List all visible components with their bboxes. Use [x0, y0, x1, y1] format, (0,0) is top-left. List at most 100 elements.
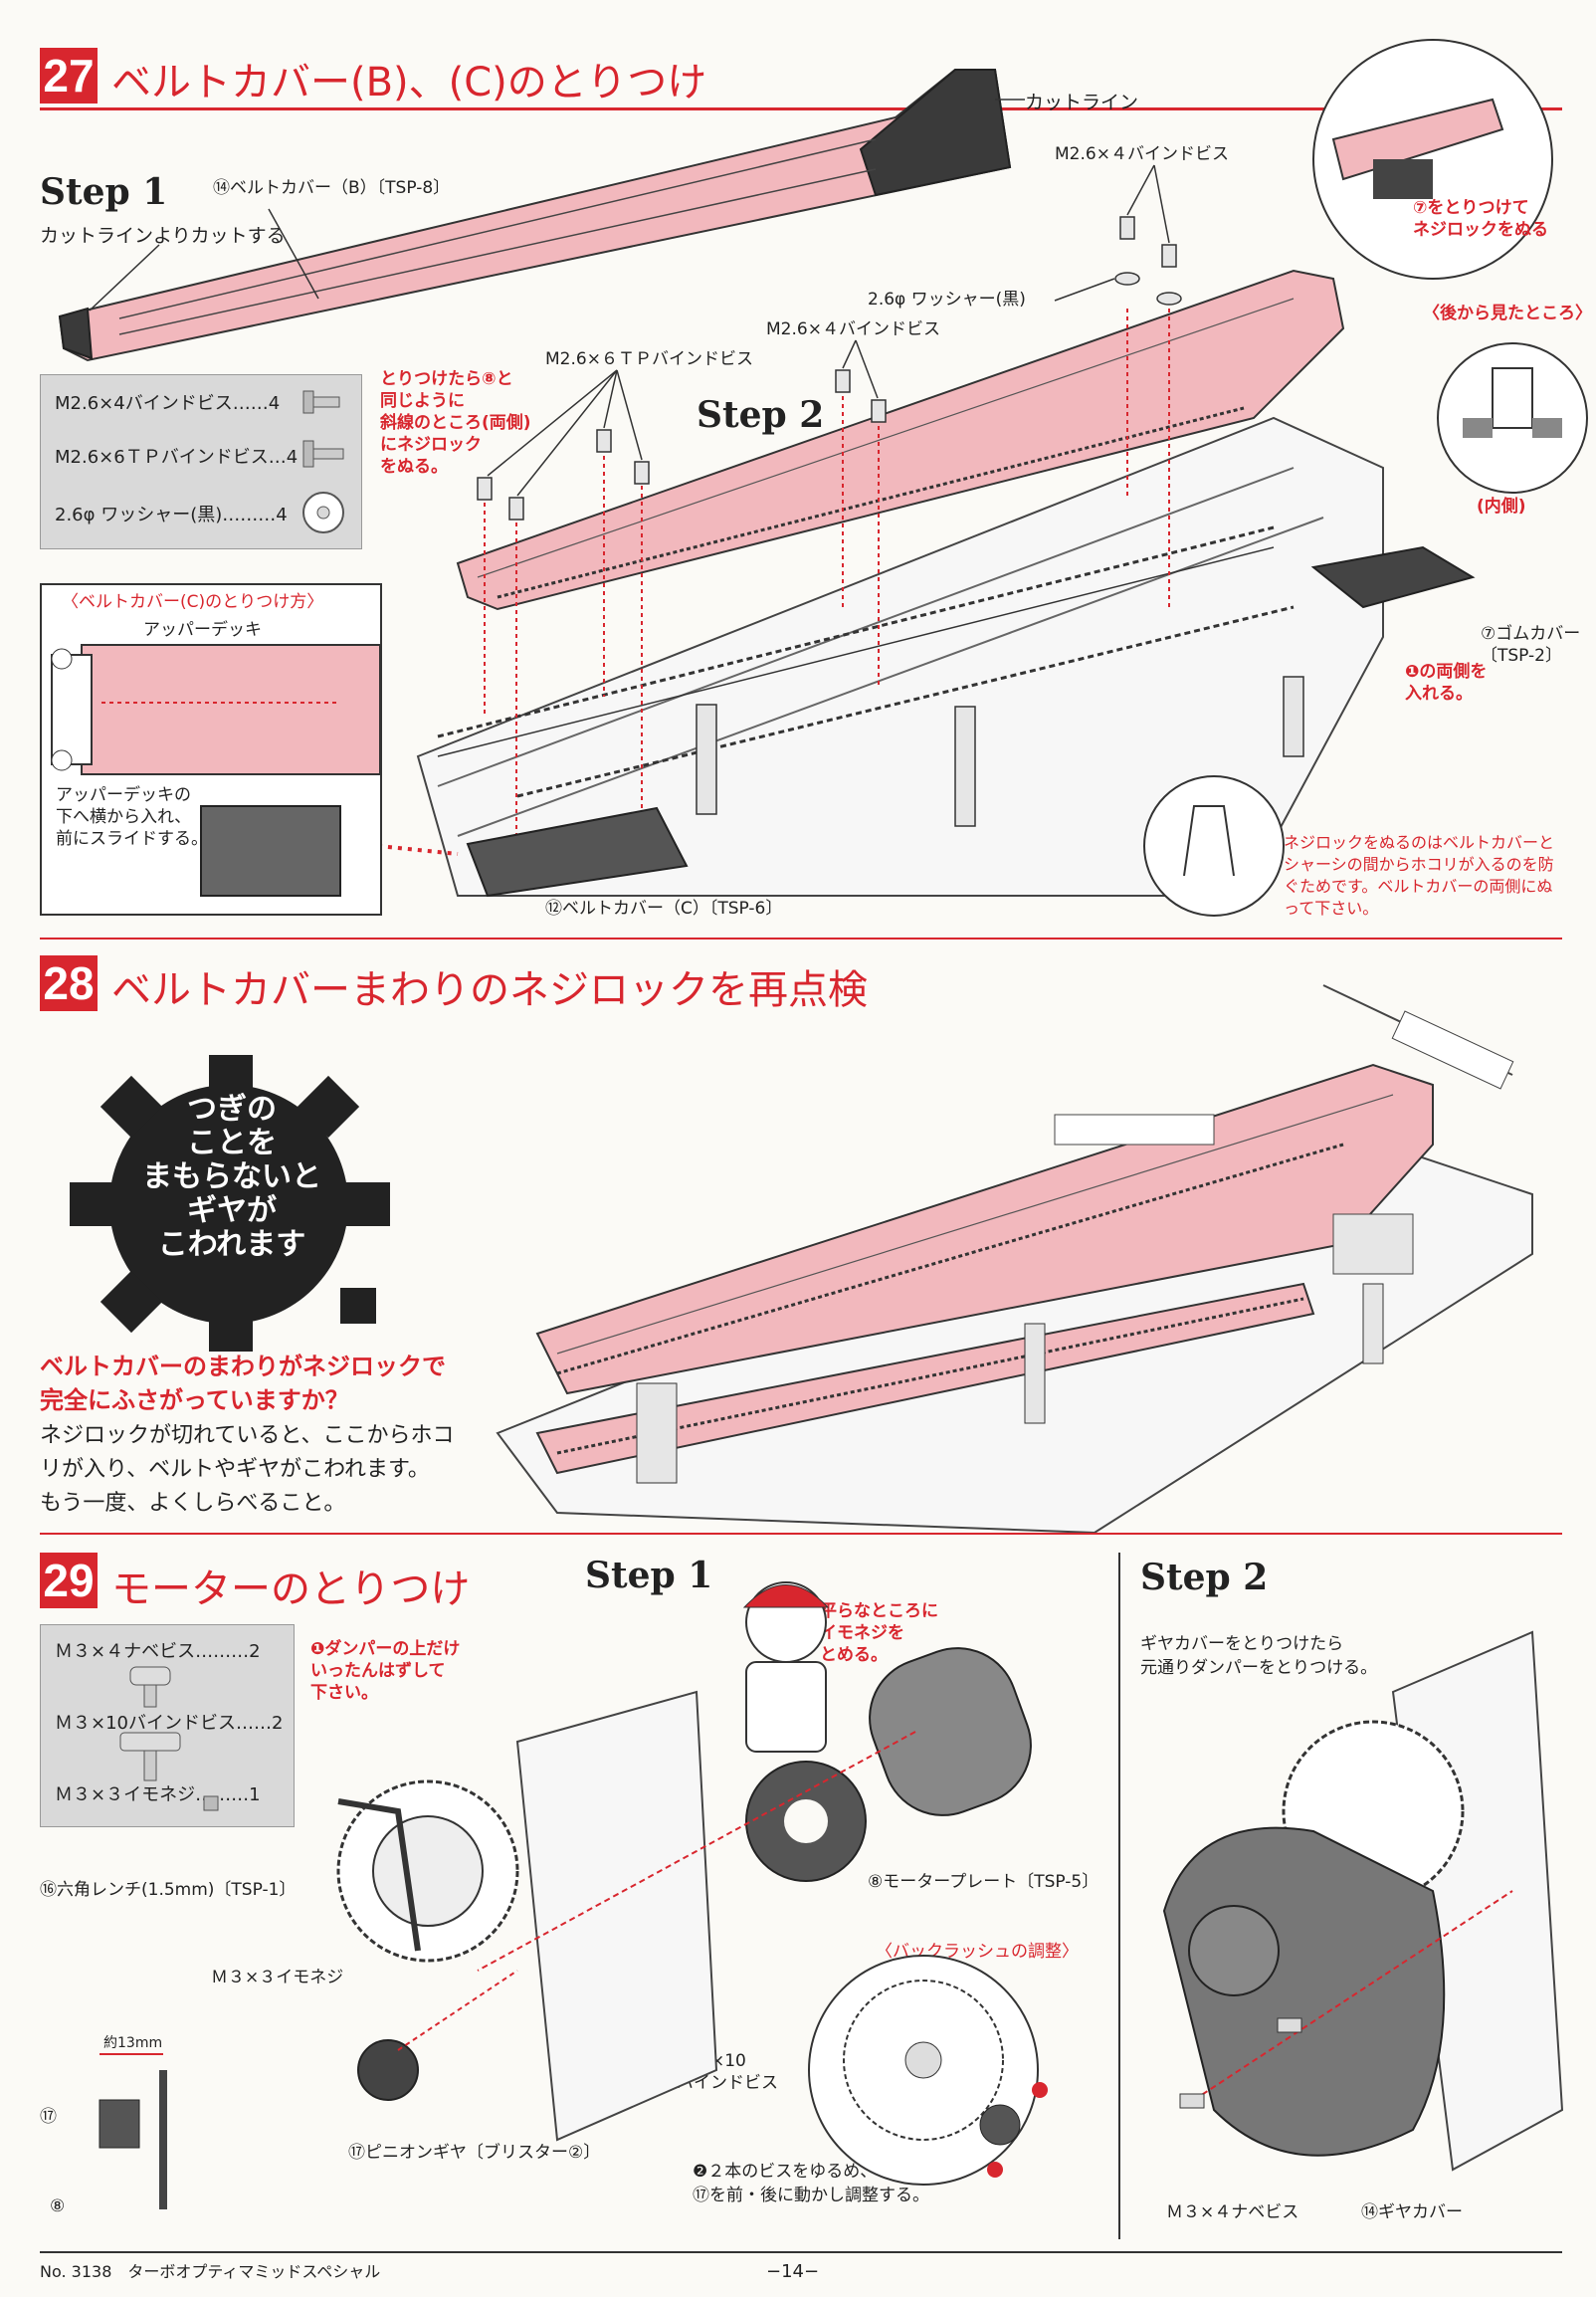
inset-title: 〈ベルトカバー(C)のとりつけ方〉	[62, 592, 324, 612]
note-line: ぐためです。ベルトカバーの両側にぬ	[1284, 877, 1553, 896]
section-27-number: 27	[40, 48, 98, 104]
gomu-cover-label: ⑦ゴムカバー 〔TSP-2〕	[1481, 623, 1580, 667]
belt-cover-b-label: ⑭ベルトカバー（B）〔TSP-8〕	[213, 178, 451, 198]
note-line: ❶ダンパーの上だけ	[310, 1639, 461, 1659]
motor-plate-label: ⑧モータープレート〔TSP-5〕	[868, 1872, 1099, 1892]
s27-step2-heading: Step 2	[697, 394, 825, 436]
s27-step2-assembly-drawing	[377, 39, 1588, 917]
check-question: ベルトカバーのまわりがネジロックで 完全にふさがっていますか？	[40, 1350, 446, 1417]
s27-step1-heading: Step 1	[40, 171, 168, 213]
part-item: Ｍ３×４ナベビス………2	[55, 1641, 261, 1662]
check-explanation: ネジロックが切れていると、ここからホコ リが入り、ベルトやギヤがこわれます。 も…	[40, 1419, 454, 1521]
cut-line-label: カットライン	[1025, 92, 1139, 113]
s29-step1-heading: Step 1	[585, 1555, 713, 1596]
note-line: とめる。	[820, 1645, 888, 1665]
screw-icons	[302, 390, 344, 533]
part-17-marker: ⑰	[40, 2107, 57, 2127]
s29-step1-drawing	[99, 1581, 1048, 2209]
gear-warning-icon	[70, 1055, 390, 1352]
pinion-label: ⑰ピニオンギヤ〔ブリスター②〕	[348, 2143, 601, 2163]
note-line: 前にスライドする。	[56, 829, 208, 849]
section-divider	[40, 938, 1562, 940]
inset-drawing	[51, 644, 381, 897]
note-line: ❷２本のビスをゆるめ、	[693, 2162, 878, 2182]
label-line: ⑦ゴムカバー	[1481, 624, 1581, 644]
cut-instruction: カットラインよりカットする	[40, 225, 286, 247]
note-line: 元通りダンパーをとりつける。	[1140, 1658, 1378, 1678]
section-27-title: ベルトカバー(B)、(C)のとりつけ	[111, 60, 707, 105]
footer-rule	[40, 2251, 1562, 2253]
s29-step2-heading: Step 2	[1140, 1557, 1269, 1598]
footer-model: No. 3138 ターボオプティマミッドスペシャル	[40, 2262, 381, 2281]
note-line: って下さい。	[1284, 899, 1379, 918]
warning-line: つぎの	[187, 1092, 277, 1127]
step2-note: ギヤカバーをとりつけたら 元通りダンパーをとりつける。	[1140, 1632, 1377, 1680]
note-line: 下へ横から入れ、	[56, 807, 192, 827]
gear-cover-label: ⑭ギヤカバー	[1361, 2202, 1463, 2222]
s29-parts-list: Ｍ３×４ナベビス………2 Ｍ３×10バインドビス……2 Ｍ３×３イモネジ………1	[40, 1624, 295, 1827]
body-line: リが入り、ベルトやギヤがこわれます。	[40, 1457, 430, 1482]
part-item: M2.6×4バインドビス……4	[55, 393, 281, 414]
approx-13mm: 約13mm	[103, 2035, 163, 2051]
m3x4-label: Ｍ３×４ナベビス	[1166, 2202, 1299, 2222]
label-line: 〔TSP-2〕	[1481, 646, 1563, 666]
warning-line: ことを	[187, 1126, 277, 1160]
m26x4-callout-mid: M2.6×４バインドビス	[766, 319, 940, 339]
washer-callout: 2.6φ ワッシャー(黒)	[868, 290, 1026, 310]
question-line: ベルトカバーのまわりがネジロックで	[40, 1353, 446, 1380]
part-item: Ｍ３×10バインドビス……2	[55, 1713, 284, 1734]
hex-wrench-label: ⑯六角レンチ(1.5mm)〔TSP-1〕	[40, 1880, 297, 1900]
note-line: 入れる。	[1405, 684, 1473, 704]
gear-warning-text: つぎの ことを まもらないと ギヤが こわれます	[117, 1093, 346, 1262]
imoneji-label: Ｍ３×３イモネジ	[211, 1968, 344, 1987]
note-line: 同じように	[380, 391, 465, 411]
backlash-note: ❷２本のビスをゆるめ、 ⑰を前・後に動かし調整する。	[693, 2160, 929, 2207]
body-line: ネジロックが切れていると、ここからホコ	[40, 1423, 455, 1448]
inset-note: アッパーデッキの 下へ横から入れ、 前にスライドする。	[56, 784, 208, 850]
note-line: ネジロックをぬるのはベルトカバーと	[1284, 833, 1555, 852]
warning-line: こわれます	[157, 1227, 306, 1262]
m26x4-callout-top: M2.6×４バインドビス	[1055, 144, 1229, 164]
tp-screw-callout: M2.6×６ＴＰバインドビス	[545, 349, 753, 369]
warning-line: まもらないと	[142, 1159, 321, 1194]
screw-icons	[119, 1666, 219, 1811]
section-27-rule	[40, 107, 1562, 110]
note-line: ⑰を前・後に動かし調整する。	[693, 2186, 929, 2205]
body-line: もう一度、よくしらべること。	[40, 1491, 346, 1516]
section-divider	[40, 1533, 1562, 1535]
note-line: にネジロック	[380, 435, 482, 455]
part-item: M2.6×6ＴＰバインドビス…4	[55, 447, 299, 468]
note-line: いったんはずして	[310, 1661, 446, 1681]
inner-label: (内側)	[1477, 497, 1526, 517]
circle-note: ⑦をとりつけて ネジロックをぬる	[1413, 197, 1548, 241]
neji-note: とりつけたら⑧と 同じように 斜線のところ(両側) にネジロック をぬる。	[380, 368, 531, 478]
back-view-title: 〈後から見たところ〉	[1423, 304, 1592, 323]
s28-chassis-drawing	[496, 984, 1533, 1535]
note-line: シャーシの間からホコリが入るのを防	[1284, 855, 1554, 874]
part-89-marker: ⑧	[50, 2196, 66, 2216]
note-line: ❶の両側を	[1405, 662, 1488, 682]
note-line: ⑦をとりつけて	[1413, 198, 1529, 218]
flat-surface-note: 平らなところに イモネジを とめる。	[820, 1600, 938, 1666]
step-divider	[1118, 1553, 1120, 2239]
neji-reason-note: ネジロックをぬるのはベルトカバーと シャーシの間からホコリが入るのを防 ぐためで…	[1284, 832, 1554, 920]
note-line: 斜線のところ(両側)	[380, 413, 531, 433]
s29-step2-drawing	[1162, 1630, 1564, 2172]
note-line: アッパーデッキの	[56, 785, 191, 805]
note-line: ネジロックをぬる	[1413, 220, 1548, 240]
note-line: ギヤカバーをとりつけたら	[1140, 1634, 1344, 1654]
section-29-number: 29	[40, 1553, 98, 1608]
s27-parts-list: M2.6×4バインドビス……4 M2.6×6ＴＰバインドビス…4 2.6φ ワッ…	[40, 374, 362, 549]
warning-line: ギヤが	[187, 1193, 277, 1228]
belt-cover-c-inset: 〈ベルトカバー(C)のとりつけ方〉 アッパーデッキ アッパーデッキの 下へ横から…	[40, 583, 382, 916]
section-29-title: モーターのとりつけ	[111, 1566, 471, 1612]
belt-cover-c-label: ⑫ベルトカバー（C）〔TSP-6〕	[545, 899, 783, 919]
note-line: 下さい。	[310, 1683, 378, 1703]
section-28-number: 28	[40, 955, 98, 1011]
both-sides-note: ❶の両側を 入れる。	[1405, 661, 1487, 705]
upper-deck-label: アッパーデッキ	[143, 620, 262, 640]
damper-note: ❶ダンパーの上だけ いったんはずして 下さい。	[310, 1638, 460, 1704]
part-item: 2.6φ ワッシャー(黒)………4	[55, 505, 288, 525]
label-line: バインドビス	[677, 2073, 778, 2093]
question-line: 完全にふさがっていますか？	[40, 1386, 349, 1414]
